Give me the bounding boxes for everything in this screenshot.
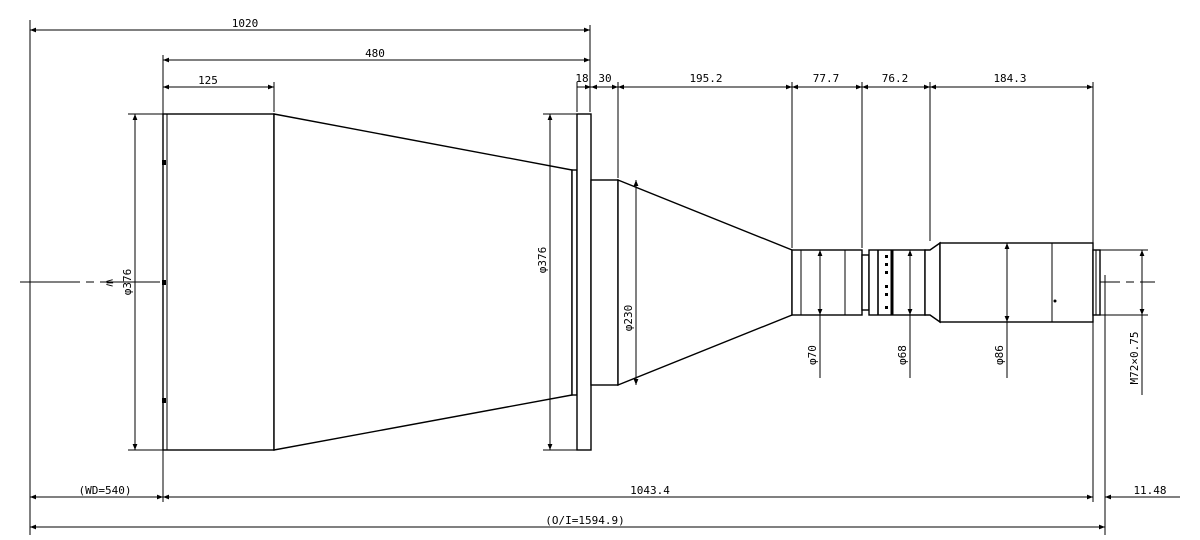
front-cone xyxy=(273,113,573,451)
dim-mount-thread: M72×0.75 xyxy=(1128,332,1141,385)
diameter-dimensions: φ376 ⚟ φ376 φ230 φ70 φ68 φ86 M72×0.75 xyxy=(105,114,1145,450)
dim-focus-diameter: φ68 xyxy=(896,345,909,365)
front-cylinder xyxy=(162,113,275,451)
object-mark: ⚟ xyxy=(105,277,115,290)
lens-outline xyxy=(162,113,1101,451)
dim-total-length: 1020 xyxy=(232,17,259,30)
dim-flange-diameter: φ376 xyxy=(536,247,549,274)
dim-barrel: 77.7 xyxy=(813,72,840,85)
dim-back-focus: 11.48 xyxy=(1133,484,1166,497)
rear-cone xyxy=(617,178,793,387)
top-dimensions: 1020 480 125 18 30 195.2 77.7 76.2 184.3 xyxy=(30,17,1093,90)
dim-front-cylinder: 125 xyxy=(198,74,218,87)
flange xyxy=(576,113,592,451)
dim-focus-ring: 76.2 xyxy=(882,72,909,85)
dim-cone: 195.2 xyxy=(689,72,722,85)
dim-object-to-image: (O/I=1594.9) xyxy=(545,514,624,527)
dim-rear-diameter: φ86 xyxy=(993,345,1006,365)
barrel xyxy=(791,249,863,316)
dim-barrel-diameter: φ70 xyxy=(806,345,819,365)
dim-lens-length: 1043.4 xyxy=(630,484,670,497)
dim-front-diameter: φ376 xyxy=(121,269,134,296)
rear-tube xyxy=(939,242,1094,323)
dim-flange: 18 xyxy=(575,72,588,85)
dim-working-distance: (WD=540) xyxy=(79,484,132,497)
neck xyxy=(590,179,619,386)
dim-rear-tube: 184.3 xyxy=(993,72,1026,85)
dim-neck: 30 xyxy=(598,72,611,85)
bottom-dimensions: (WD=540) 1043.4 11.48 (O/I=1594.9) xyxy=(30,484,1180,530)
dim-front-to-flange: 480 xyxy=(365,47,385,60)
dim-body-diameter: φ230 xyxy=(622,305,635,332)
